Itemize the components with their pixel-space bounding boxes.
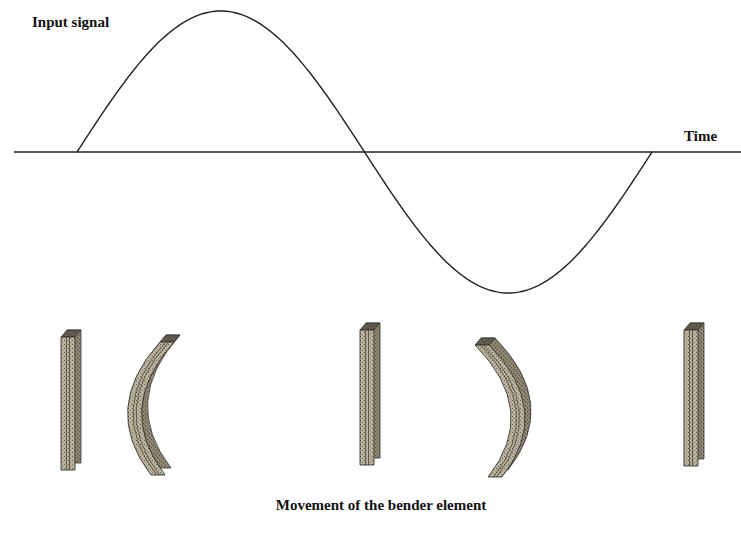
axis-label: Input signal xyxy=(32,14,109,31)
bender-face xyxy=(684,330,698,466)
bender-layer xyxy=(69,337,70,470)
bender-layer xyxy=(66,337,67,470)
bender-face xyxy=(475,345,525,477)
bender-top xyxy=(475,338,495,345)
bender-layer xyxy=(481,345,517,477)
bender-element xyxy=(684,323,704,466)
bender-top xyxy=(360,323,380,330)
bender-layer xyxy=(136,342,168,475)
bender-layer xyxy=(133,342,165,475)
bender-element xyxy=(61,330,81,470)
bender-element xyxy=(128,335,180,475)
axis-label: Time xyxy=(684,128,717,145)
bender-layer xyxy=(368,330,369,465)
bender-face xyxy=(128,342,174,475)
figure-caption: Movement of the bender element xyxy=(276,497,487,514)
bender-layer xyxy=(692,330,693,466)
bender-layer xyxy=(689,330,690,466)
bender-top xyxy=(61,330,81,337)
time-axis xyxy=(14,151,741,152)
input-signal-curve xyxy=(77,11,652,293)
bender-face xyxy=(360,330,374,465)
bender-element xyxy=(360,323,380,465)
bender-element xyxy=(475,338,531,477)
bender-face xyxy=(61,337,75,470)
bender-top xyxy=(160,335,180,342)
bender-layer xyxy=(365,330,366,465)
bender-top xyxy=(684,323,704,330)
bender-layer xyxy=(484,345,520,477)
